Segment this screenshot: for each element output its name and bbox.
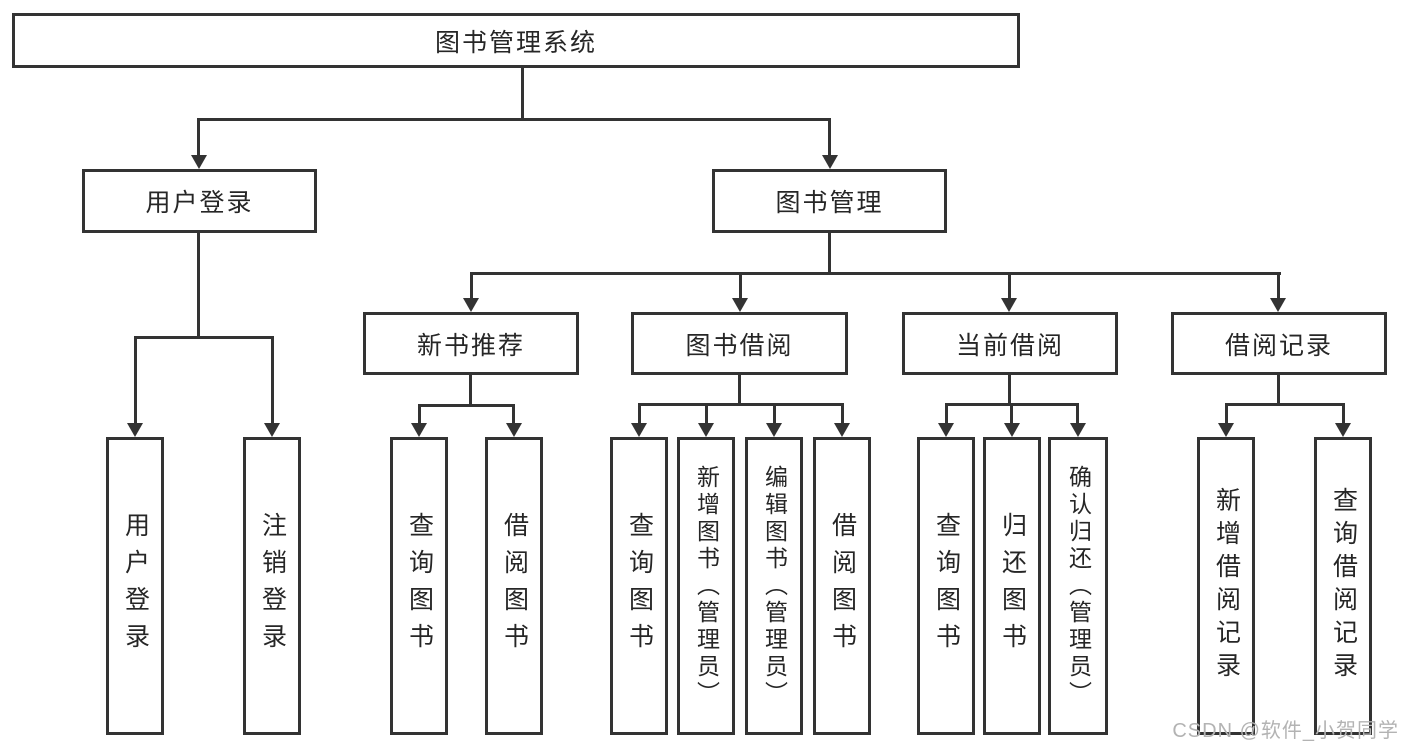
leaf-user-login-label: 用户登录 <box>121 512 150 660</box>
leaf-newrec-query-book-label: 查询图书 <box>405 512 434 660</box>
leaf-records-add-record-label: 新增借阅记录 <box>1212 487 1241 685</box>
leaf-borrow-borrow-book-label: 借阅图书 <box>828 512 857 660</box>
connector-new-book-hline <box>418 404 515 407</box>
arrow-to-leaf-cb3 <box>1070 423 1086 437</box>
arrow-to-leaf-cb1 <box>938 423 954 437</box>
leaf-borrow-borrow-book: 借阅图书 <box>813 437 871 735</box>
leaf-borrow-edit-book-admin-label: 编辑图书（管理员） <box>761 464 788 708</box>
connector-leaf-cb3-stub <box>1076 403 1079 426</box>
arrow-to-leaf-nb1 <box>411 423 427 437</box>
arrow-to-current-borrow <box>1001 298 1017 312</box>
node-root: 图书管理系统 <box>12 13 1020 68</box>
node-new-book-recommend-label: 新书推荐 <box>416 331 525 360</box>
node-book-management: 图书管理 <box>712 169 947 233</box>
leaf-borrow-add-book-admin: 新增图书（管理员） <box>677 437 735 735</box>
arrow-to-leaf-bb4 <box>834 423 850 437</box>
arrow-to-new-book <box>463 298 479 312</box>
connector-leaf-bb4-stub <box>841 403 844 426</box>
leaf-logout-login: 注销登录 <box>243 437 301 735</box>
connector-leaf-br2-stub <box>1342 403 1345 426</box>
connector-book-borrow-down <box>738 375 741 406</box>
arrow-to-book-borrow <box>732 298 748 312</box>
node-borrow-records-label: 借阅记录 <box>1224 331 1333 360</box>
arrow-to-leaf-bb1 <box>631 423 647 437</box>
arrow-to-leaf-br1 <box>1218 423 1234 437</box>
connector-current-borrow-stub <box>1008 272 1011 302</box>
connector-user-login-down <box>197 233 200 339</box>
connector-user-login-hline <box>134 336 274 339</box>
connector-leaf-bb3-stub <box>773 403 776 426</box>
leaf-newrec-borrow-book: 借阅图书 <box>485 437 543 735</box>
node-book-management-label: 图书管理 <box>775 189 884 217</box>
leaf-borrow-query-book: 查询图书 <box>610 437 668 735</box>
connector-user-login-stub <box>197 118 200 158</box>
node-user-login: 用户登录 <box>82 169 317 233</box>
leaf-records-query-record-label: 查询借阅记录 <box>1329 487 1358 685</box>
connector-leaf-nb1-stub <box>418 404 421 426</box>
leaf-current-return-book-label: 归还图书 <box>998 512 1027 660</box>
leaf-borrow-query-book-label: 查询图书 <box>625 512 654 660</box>
connector-book-borrow-hline <box>638 403 844 406</box>
leaf-current-return-book: 归还图书 <box>983 437 1041 735</box>
leaf-borrow-add-book-admin-label: 新增图书（管理员） <box>693 464 720 708</box>
connector-borrow-records-hline <box>1225 403 1345 406</box>
leaf-user-login: 用户登录 <box>106 437 164 735</box>
node-current-borrow-label: 当前借阅 <box>955 331 1064 360</box>
leaf-borrow-edit-book-admin: 编辑图书（管理员） <box>745 437 803 735</box>
node-borrow-records: 借阅记录 <box>1171 312 1387 375</box>
connector-new-book-stub <box>470 272 473 302</box>
connector-leaf-bb1-stub <box>638 403 641 426</box>
arrow-to-leaf-br2 <box>1335 423 1351 437</box>
arrow-to-book-mgmt <box>822 155 838 169</box>
arrow-to-leaf-cb2 <box>1004 423 1020 437</box>
connector-borrow-records-down <box>1277 375 1280 406</box>
leaf-newrec-query-book: 查询图书 <box>390 437 448 735</box>
connector-level3-hline <box>470 272 1281 275</box>
connector-leaf-br1-stub <box>1225 403 1228 426</box>
node-root-label: 图书管理系统 <box>434 28 597 57</box>
node-book-borrow-label: 图书借阅 <box>685 331 794 360</box>
node-current-borrow: 当前借阅 <box>902 312 1118 375</box>
leaf-logout-login-label: 注销登录 <box>258 512 287 660</box>
node-book-borrow: 图书借阅 <box>631 312 848 375</box>
connector-new-book-down <box>469 375 472 407</box>
arrow-to-leaf-bb2 <box>698 423 714 437</box>
leaf-current-query-book: 查询图书 <box>917 437 975 735</box>
node-user-login-label: 用户登录 <box>145 189 254 217</box>
leaf-current-query-book-label: 查询图书 <box>932 512 961 660</box>
arrow-to-leaf-logout <box>264 423 280 437</box>
connector-leaf-logout-stub <box>271 336 274 426</box>
leaf-records-add-record: 新增借阅记录 <box>1197 437 1255 735</box>
leaf-current-confirm-return-admin: 确认归还（管理员） <box>1048 437 1108 735</box>
leaf-newrec-borrow-book-label: 借阅图书 <box>500 512 529 660</box>
arrow-to-leaf-nb2 <box>506 423 522 437</box>
connector-leaf-bb2-stub <box>705 403 708 426</box>
connector-leaf-login-stub <box>134 336 137 426</box>
connector-level2-hline <box>197 118 831 121</box>
leaf-current-confirm-return-admin-label: 确认归还（管理员） <box>1065 464 1092 708</box>
connector-leaf-cb1-stub <box>945 403 948 426</box>
connector-book-mgmt-stub <box>828 118 831 158</box>
connector-leaf-cb2-stub <box>1010 403 1013 426</box>
connector-borrow-records-stub <box>1277 272 1280 302</box>
arrow-to-leaf-login <box>127 423 143 437</box>
arrow-to-user-login <box>191 155 207 169</box>
connector-current-borrow-down <box>1008 375 1011 406</box>
arrow-to-borrow-records <box>1270 298 1286 312</box>
watermark: CSDN @软件_小贺同学 <box>1172 720 1399 742</box>
connector-book-mgmt-down <box>828 233 831 275</box>
arrow-to-leaf-bb3 <box>766 423 782 437</box>
connector-leaf-nb2-stub <box>512 404 515 426</box>
connector-book-borrow-stub <box>739 272 742 302</box>
node-new-book-recommend: 新书推荐 <box>363 312 579 375</box>
leaf-records-query-record: 查询借阅记录 <box>1314 437 1372 735</box>
connector-root-stub <box>521 66 524 120</box>
